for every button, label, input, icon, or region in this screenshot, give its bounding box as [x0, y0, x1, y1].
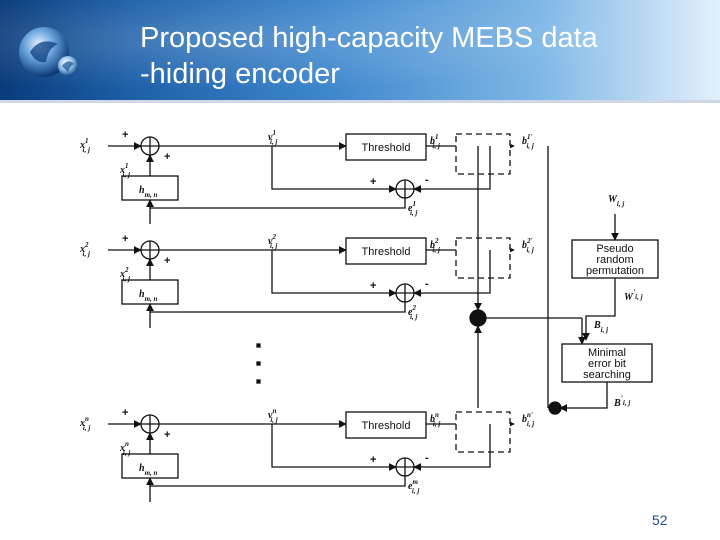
pseudo-random-permutation-block — [571, 239, 659, 279]
title-line-2: -hiding encoder — [140, 58, 340, 90]
pseudo-label-1: random — [596, 254, 633, 266]
sign-plus-2: + — [122, 233, 128, 245]
sign-plus-1: + — [122, 129, 128, 141]
wprime-line — [582, 278, 616, 341]
bprime-line — [559, 382, 608, 412]
v-branch-1 — [271, 146, 397, 193]
label-h-2: hm, n — [139, 289, 158, 303]
globe-logo-icon — [19, 27, 78, 77]
title-line-1: Proposed high-capacity MEBS data — [140, 22, 598, 54]
sign-plus-fb-3: + — [164, 429, 170, 441]
label-b-out-2: b2'i, j — [522, 237, 534, 254]
sign-minus-err-1: - — [425, 174, 429, 186]
v-branch-3 — [271, 424, 397, 471]
error-line-1 — [150, 198, 406, 209]
slide-title: Proposed high-capacity MEBS data -hiding… — [140, 20, 700, 92]
dot-c — [256, 379, 261, 384]
header-highlight — [0, 0, 720, 100]
sign-plus-err-3: + — [370, 454, 376, 466]
error-line-2 — [150, 302, 406, 313]
threshold-label-2: Threshold — [362, 246, 411, 258]
minimal-label-1: error bit — [588, 358, 626, 370]
dot-b — [256, 361, 261, 366]
junction-output — [548, 401, 562, 415]
label-h-3: hm, n — [139, 463, 158, 477]
sign-plus-3: + — [122, 407, 128, 419]
sign-plus-err-2: + — [370, 280, 376, 292]
sign-minus-err-3: - — [425, 452, 429, 464]
threshold-label-3: Threshold — [362, 420, 411, 432]
filter-h-1 — [121, 175, 179, 201]
out-to-err-3 — [413, 424, 491, 471]
label-b-out-1: b1'i, j — [522, 133, 534, 150]
minimal-label-0: Minimal — [588, 347, 626, 359]
sign-plus-err-1: + — [370, 176, 376, 188]
sign-minus-err-2: - — [425, 278, 429, 290]
pseudo-label-2: permutation — [586, 265, 644, 277]
label-b-cap: Bi, j — [593, 320, 608, 334]
v-branch-2 — [271, 250, 397, 297]
threshold-block-3 — [345, 411, 427, 439]
label-h-1: hm, n — [139, 185, 158, 199]
junction-center — [469, 309, 487, 327]
error-line-3 — [150, 476, 406, 487]
out-to-err-2 — [413, 250, 491, 297]
header-divider — [0, 100, 720, 103]
switch-box-3 — [455, 411, 511, 453]
sign-plus-fb-1: + — [164, 151, 170, 163]
minimal-label-2: searching — [583, 369, 631, 381]
encoder-row-1 — [108, 133, 515, 224]
dot-a — [256, 343, 261, 348]
encoder-row-2 — [108, 237, 515, 328]
encoder-row-3 — [108, 411, 515, 502]
threshold-label-1: Threshold — [362, 142, 411, 154]
sign-plus-fb-2: + — [164, 255, 170, 267]
label-w: Wi, j — [608, 194, 624, 208]
minimal-error-bit-search-block — [561, 343, 653, 383]
threshold-block-1 — [345, 133, 427, 161]
threshold-block-2 — [345, 237, 427, 265]
slide-header: Proposed high-capacity MEBS data -hiding… — [0, 0, 720, 100]
switch-box-1 — [455, 133, 511, 175]
out-to-err-1 — [413, 146, 491, 193]
page-number: 52 — [652, 512, 668, 528]
switch-box-2 — [455, 237, 511, 279]
pseudo-label-0: Pseudo — [596, 243, 633, 255]
label-bprime: B'i, j — [613, 394, 630, 409]
label-wprime: W'i, j — [624, 288, 643, 303]
label-b-out-3: bn'i, j — [522, 411, 534, 428]
